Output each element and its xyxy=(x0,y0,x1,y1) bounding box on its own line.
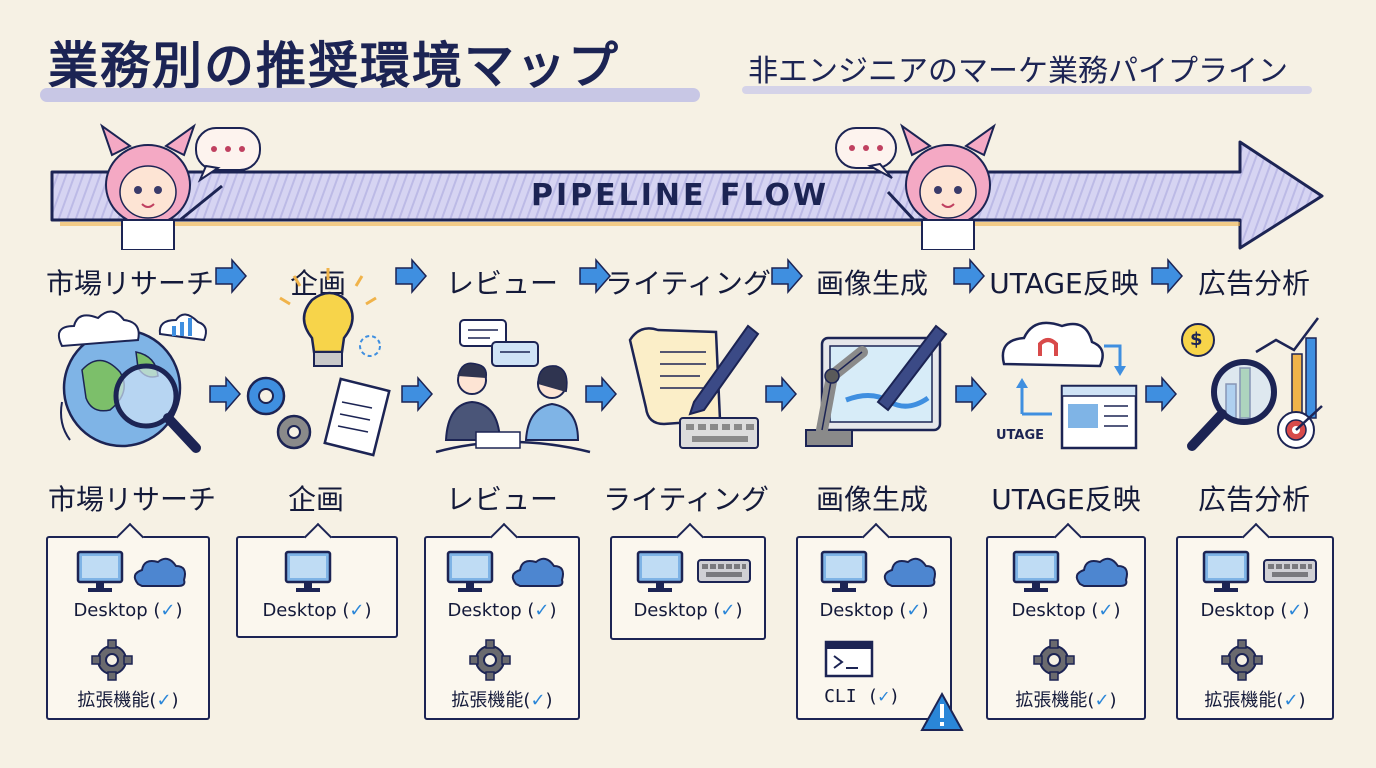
title-underline xyxy=(40,88,700,102)
step-top-label-writing: ライティング xyxy=(605,267,771,300)
utage-caption: UTAGE xyxy=(996,428,1045,443)
dollar-sign-icon: $ xyxy=(1190,329,1203,350)
env-extension-research: 拡張機能(✓) xyxy=(77,690,179,711)
scroll-pen-keyboard-icon xyxy=(628,324,760,449)
pipeline-arrow xyxy=(50,123,1324,250)
page-subtitle: 非エンジニアのマーケ業務パイプライン xyxy=(748,54,1288,89)
speech-bubble-right-icon xyxy=(835,127,897,179)
step-label-image-gen: 画像生成 xyxy=(815,483,929,516)
step-label-utage: UTAGE反映 xyxy=(991,483,1141,516)
people-discussion-icon xyxy=(435,319,591,454)
cat-girl-left-icon xyxy=(100,123,223,250)
env-desktop-planning: Desktop (✓) xyxy=(262,600,372,621)
env-cli-image-gen: CLI (✓) xyxy=(824,686,900,707)
analytics-magnifier-icon xyxy=(1181,317,1323,451)
step-top-label-review: レビュー xyxy=(445,267,559,300)
step-top-label-research: 市場リサーチ xyxy=(45,267,215,300)
step-label-writing: ライティング xyxy=(603,483,769,516)
env-desktop-writing: Desktop (✓) xyxy=(633,600,743,621)
step-label-research: 市場リサーチ xyxy=(47,483,217,516)
globe-magnifier-icon xyxy=(58,310,207,453)
env-desktop-image-gen: Desktop (✓) xyxy=(819,600,929,621)
env-desktop-review: Desktop (✓) xyxy=(447,600,557,621)
step-top-label-image-gen: 画像生成 xyxy=(815,267,929,300)
pipeline-label: PIPELINE FLOW xyxy=(530,178,830,213)
page-title: 業務別の推奨環境マップ xyxy=(48,37,620,95)
env-extension-review: 拡張機能(✓) xyxy=(451,690,553,711)
env-extension-ad-analysis: 拡張機能(✓) xyxy=(1204,690,1306,711)
env-desktop-ad-analysis: Desktop (✓) xyxy=(1200,600,1310,621)
env-box-planning xyxy=(236,522,398,638)
subtitle-underline xyxy=(742,86,1312,94)
step-label-review: レビュー xyxy=(445,483,559,516)
step-top-label-planning: 企画 xyxy=(289,267,347,300)
robot-arm-tablet-icon xyxy=(805,324,948,447)
env-desktop-research: Desktop (✓) xyxy=(73,600,183,621)
cat-girl-right-icon xyxy=(886,123,996,250)
speech-bubble-left-icon xyxy=(195,127,261,183)
env-desktop-utage: Desktop (✓) xyxy=(1011,600,1121,621)
env-box-writing xyxy=(610,522,766,640)
step-label-planning: 企画 xyxy=(287,483,345,516)
step-top-label-utage: UTAGE反映 xyxy=(989,267,1139,300)
env-extension-utage: 拡張機能(✓) xyxy=(1015,690,1117,711)
step-label-ad-analysis: 広告分析 xyxy=(1197,483,1311,516)
step-top-label-ad-analysis: 広告分析 xyxy=(1197,267,1311,300)
